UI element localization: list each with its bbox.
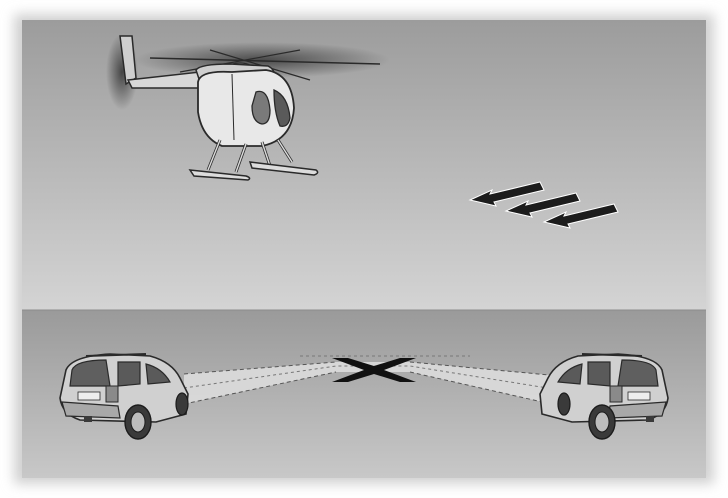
cockpit-window bbox=[252, 91, 270, 124]
